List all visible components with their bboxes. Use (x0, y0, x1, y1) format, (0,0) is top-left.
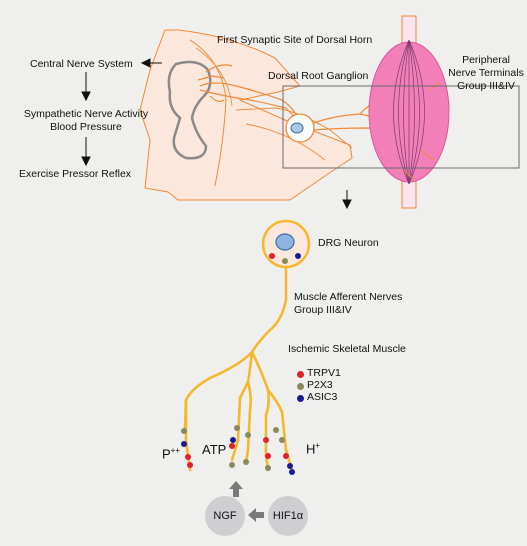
muscle (368, 15, 450, 209)
ion-p-superscript: ++ (170, 446, 181, 455)
first-synaptic-site-label: First Synaptic Site of Dorsal Horn (217, 34, 373, 46)
gray-arrows (229, 481, 264, 522)
exercise-pressor-reflex-label: Exercise Pressor Reflex (19, 168, 132, 180)
ion-p-label: P++ (162, 444, 180, 460)
sympathetic-activity-label: Sympathetic Nerve Activity Blood Pressur… (23, 108, 149, 133)
legend-label-p2x3: P2X3 (307, 379, 333, 391)
legend-swatch-p2x3 (297, 383, 304, 390)
receptor-dots (181, 425, 295, 475)
peripheral-terminals-label: Peripheral Nerve Terminals Group III&IV (448, 54, 524, 92)
muscle-afferent-label: Muscle Afferent Nerves Group III&IV (294, 291, 403, 316)
drg-cell-small (285, 113, 315, 143)
central-nerve-system-label: Central Nerve System (30, 58, 133, 70)
hif1a-node: HIF1α (268, 496, 308, 536)
legend-label-asic3: ASIC3 (307, 391, 338, 403)
afferent-axon-tree (183, 265, 294, 472)
ngf-node: NGF (205, 496, 245, 536)
ion-atp-label: ATP (202, 442, 227, 457)
legend-swatch-trpv1 (297, 371, 304, 378)
ion-h-text: H (306, 441, 316, 457)
ion-h-superscript: + (315, 441, 321, 450)
drg-neuron-label: DRG Neuron (318, 237, 379, 249)
drg-neuron (261, 219, 311, 269)
legend-swatch-asic3 (297, 395, 304, 402)
ion-p-text: P (162, 446, 171, 462)
zoom-box (282, 85, 520, 169)
flow-arrows (81, 58, 352, 210)
legend-label-trpv1: TRPV1 (307, 367, 341, 379)
spinal-cord (139, 29, 353, 201)
ischemic-muscle-label: Ischemic Skeletal Muscle (288, 343, 406, 355)
ion-h-label: H+ (306, 439, 320, 455)
dorsal-root-ganglion-label: Dorsal Root Ganglion (268, 70, 369, 82)
